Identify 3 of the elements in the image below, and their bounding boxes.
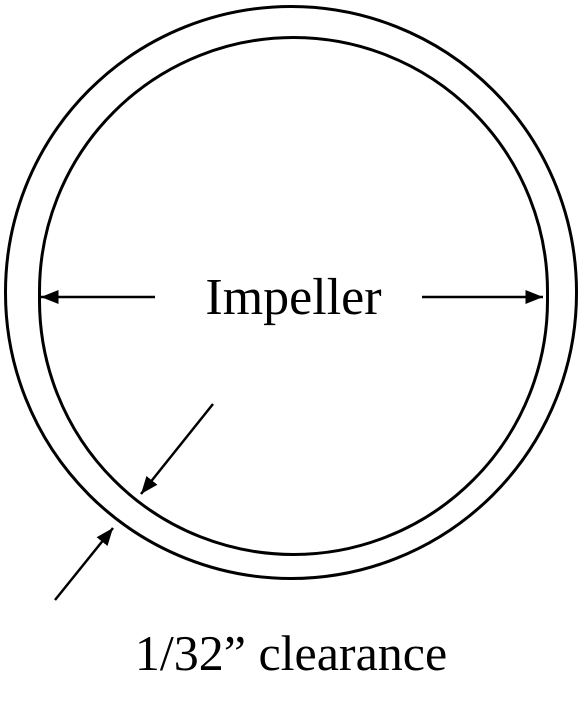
circle-outline [38, 36, 549, 556]
dimension-label: 1/32” clearance [134, 628, 448, 678]
circle-outline [4, 5, 578, 580]
